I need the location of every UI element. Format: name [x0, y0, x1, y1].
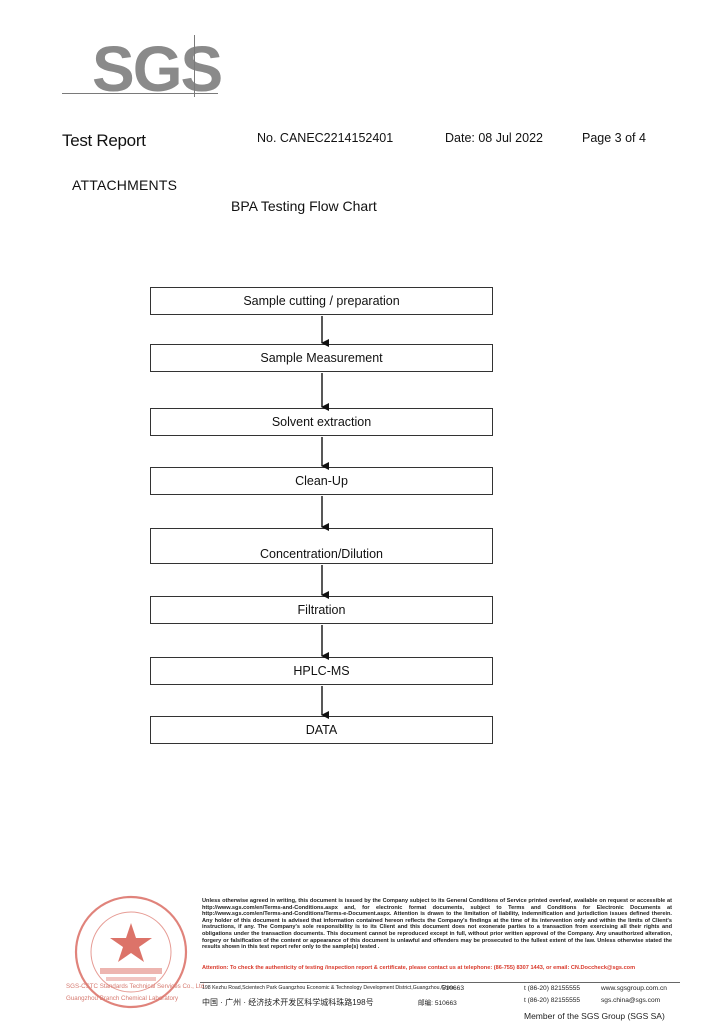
section-heading: ATTACHMENTS: [72, 177, 178, 193]
flow-step-label: Concentration/Dilution: [260, 547, 383, 561]
sgs-logo-text: SGS: [92, 33, 223, 105]
email-link[interactable]: sgs.china@sgs.com: [601, 997, 661, 1004]
report-number: No. CANEC2214152401: [257, 131, 394, 145]
phone-chinese: t (86-20) 82155555: [524, 997, 581, 1004]
address-english: 198 Kezhu Road,Scientech Park Guangzhou …: [202, 985, 455, 991]
flow-step-label: Filtration: [297, 603, 346, 617]
stamp-label-company: SGS-CSTC Standards Technical Services Co…: [66, 983, 206, 990]
authenticity-notice: Attention: To check the authenticity of …: [202, 965, 636, 971]
flow-step-label: Clean-Up: [295, 474, 348, 488]
postcode-english: 510663: [442, 985, 465, 992]
footer-divider: [200, 982, 680, 983]
sgs-logo: SGS: [62, 35, 223, 101]
report-title: Test Report: [62, 131, 146, 150]
legal-disclaimer: Unless otherwise agreed in writing, this…: [202, 898, 672, 951]
star-icon: [110, 923, 152, 962]
logo-vertical-rule: [194, 35, 195, 97]
website-link[interactable]: www.sgsgroup.com.cn: [601, 985, 667, 992]
flow-step-label: DATA: [305, 723, 338, 737]
address-chinese: 中国 · 广州 · 经济技术开发区科学城科珠路198号: [202, 998, 374, 1007]
flow-step-label: Solvent extraction: [271, 415, 372, 429]
flow-step-label: Sample Measurement: [260, 351, 383, 365]
page-number: Page 3 of 4: [582, 131, 646, 145]
flow-step-label: HPLC-MS: [293, 664, 350, 678]
flow-step-label: Sample cutting / preparation: [243, 294, 400, 308]
report-date: Date: 08 Jul 2022: [445, 131, 543, 145]
flow-step-hplc-ms: HPLC-MS: [150, 657, 493, 685]
flow-chart-title: BPA Testing Flow Chart: [231, 198, 377, 214]
inspection-seal-stamp: [74, 895, 188, 1009]
member-statement: Member of the SGS Group (SGS SA): [524, 1011, 665, 1021]
flow-step-data: DATA: [150, 716, 493, 744]
phone-english: t (86-20) 82155555: [524, 985, 581, 992]
flow-step-sample-cutting: Sample cutting / preparation: [150, 287, 493, 315]
logo-horizontal-rule: [62, 93, 218, 94]
stamp-label-lab: Guangzhou Branch Chemical Laboratory: [66, 995, 179, 1002]
postcode-chinese: 邮编: 510663: [418, 1000, 457, 1007]
